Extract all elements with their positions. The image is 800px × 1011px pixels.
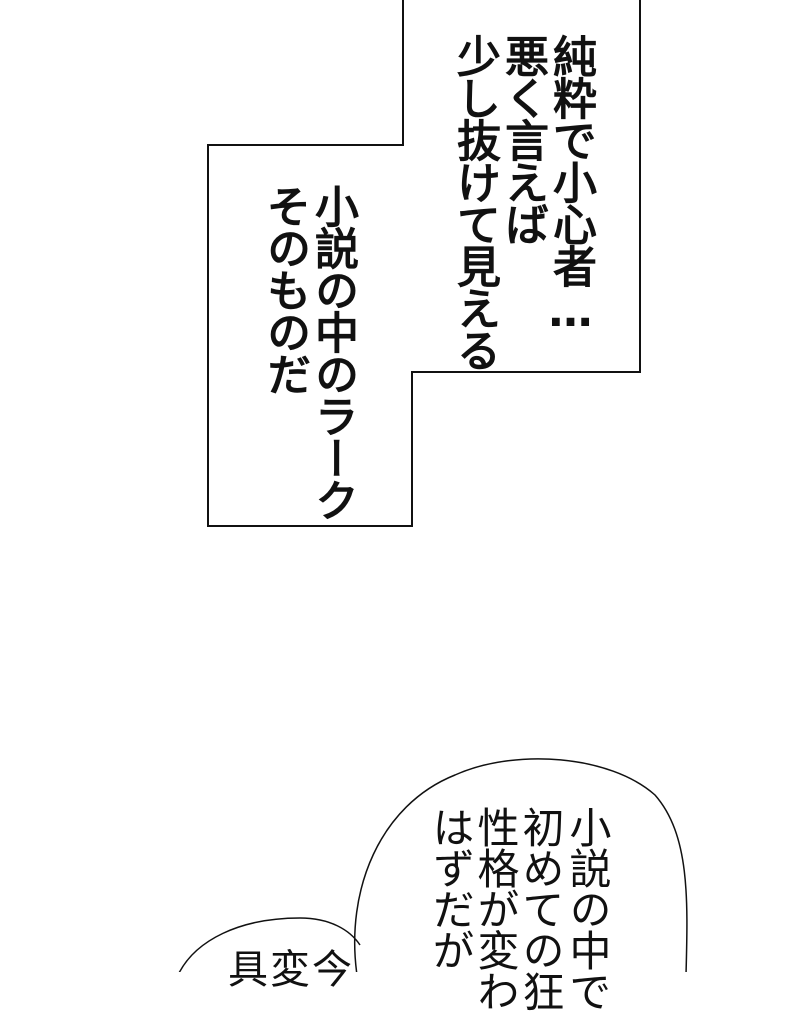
narration-box xyxy=(207,0,641,527)
bubble-line-4: はずだが xyxy=(426,806,475,970)
narration-line-2: 悪く言えば xyxy=(497,34,548,244)
narration-line-3: 少し抜けて見える xyxy=(449,34,500,370)
narration-line-4: 小説の中のラーク xyxy=(307,184,358,520)
bubble-line-3: 性格が変わ xyxy=(471,806,520,1011)
narration-line-1: 純粋で小心者… xyxy=(545,34,596,335)
speech-bubble xyxy=(353,758,688,972)
panel-artwork xyxy=(178,0,688,972)
narration-line-5: そのものだ xyxy=(259,184,310,394)
bubble-line-2: 初めての狂 xyxy=(516,806,565,1011)
bubble-partial-text: 具変今 xyxy=(228,947,354,993)
bubble-line-1: 小説の中で xyxy=(563,806,612,1011)
speech-bubble-lobe xyxy=(178,917,361,972)
